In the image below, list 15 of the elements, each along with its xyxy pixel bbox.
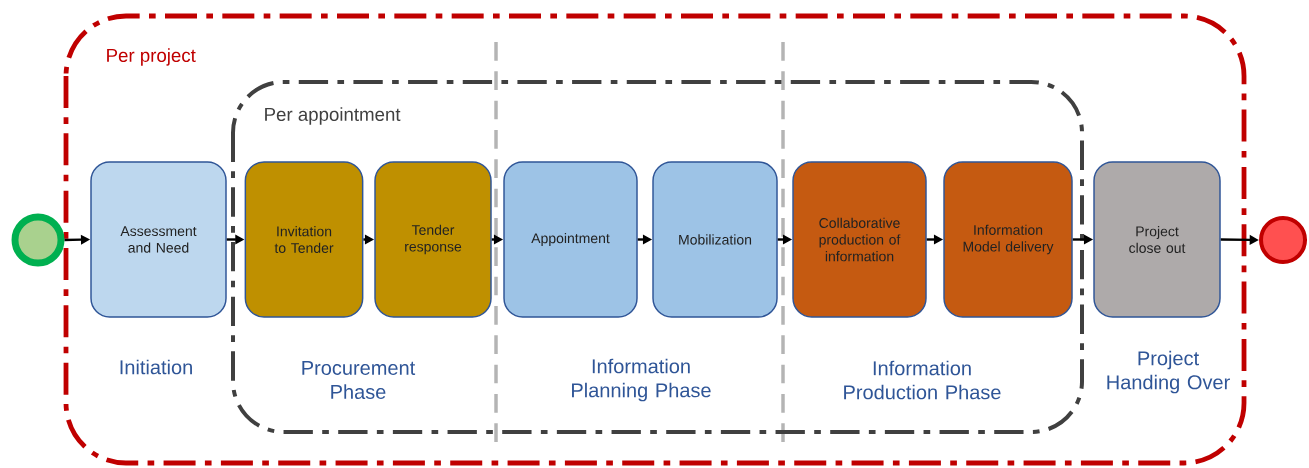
phase-label: Procurement Phase (302, 361, 416, 399)
process-box: Assessment and Need (90, 161, 227, 318)
start-event-circle (11, 213, 65, 267)
process-box: Invitation to Tender (244, 161, 364, 318)
process-box: Information Model delivery (943, 161, 1073, 318)
end-event-circle (1259, 216, 1307, 264)
phase-label: Information Planning Phase (572, 358, 711, 402)
process-box: Mobilization (652, 161, 778, 318)
process-box: Project close out (1093, 161, 1221, 318)
process-box: Tender response (374, 161, 492, 318)
process-box: Collaborative production of information (792, 161, 927, 318)
process-box: Appointment (503, 161, 638, 318)
phase-label: Initiation (120, 359, 192, 375)
phase-label: Information Production Phase (844, 360, 1001, 400)
phase-label: Project Handing Over (1107, 350, 1230, 394)
